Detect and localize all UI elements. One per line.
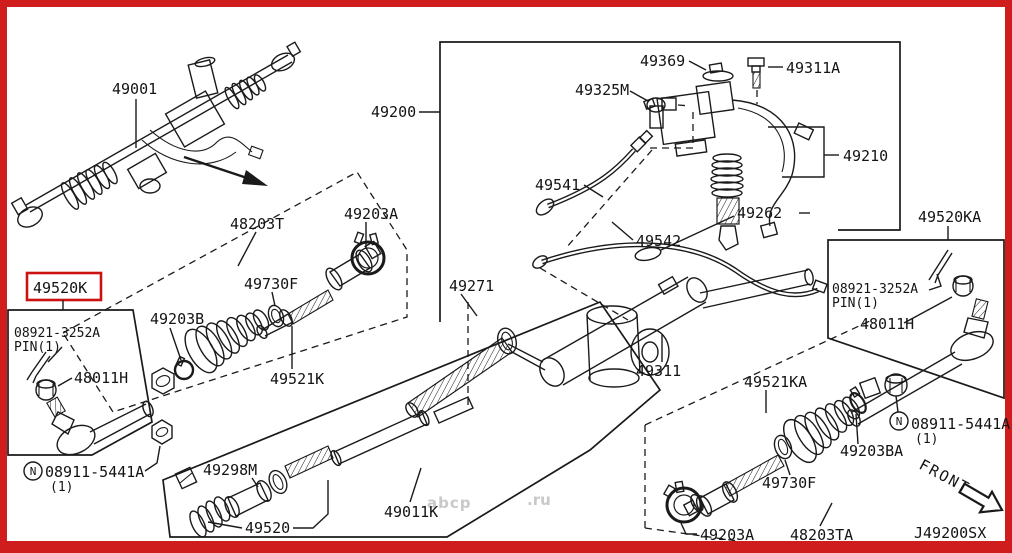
locknut-right-symbol-circle bbox=[889, 411, 909, 431]
label-49520: 49520 bbox=[245, 519, 290, 537]
label-49311a: 49311A bbox=[786, 59, 840, 77]
group-box-49011k bbox=[162, 300, 662, 538]
assembly-left-boot bbox=[60, 161, 118, 210]
clamp-49203b-drawing bbox=[173, 355, 195, 381]
label-locknut-right-qty: (1) bbox=[915, 432, 938, 447]
label-pin-left-qty: PIN(1) bbox=[14, 340, 61, 355]
tubes-drawing bbox=[532, 129, 828, 298]
label-48203ta: 48203TA bbox=[790, 526, 853, 544]
label-49520ka: 49520KA bbox=[918, 208, 981, 226]
cap-49369-drawing bbox=[702, 62, 734, 82]
dashed-box-boot-left bbox=[62, 171, 408, 413]
valve-49210-bracket bbox=[768, 126, 839, 178]
label-49200: 49200 bbox=[371, 103, 416, 121]
label-pin-left-part: 08921-3252A bbox=[14, 326, 100, 341]
label-48203t: 48203T bbox=[230, 215, 284, 233]
label-49203b: 49203B bbox=[150, 310, 204, 328]
rack-49271-drawing bbox=[405, 302, 546, 418]
clamp-49203a-bottom-drawing bbox=[662, 480, 703, 524]
label-49011k: 49011K bbox=[384, 503, 438, 521]
label-locknut-right-part: 08911-5441A bbox=[911, 415, 1010, 433]
rack-49011k-drawing bbox=[284, 396, 474, 479]
assembly-49001-drawing bbox=[10, 41, 302, 228]
valve-assembly-drawing bbox=[539, 57, 839, 321]
front-arrow bbox=[957, 482, 1004, 514]
label-49271: 49271 bbox=[449, 277, 494, 295]
rodend-right-kit-drawing bbox=[847, 249, 994, 427]
dashed-box-socket-right bbox=[644, 319, 873, 542]
watermark: abcp .ru bbox=[427, 491, 551, 512]
label-49262: 49262 bbox=[737, 204, 782, 222]
label-49730f-right: 49730F bbox=[762, 474, 816, 492]
seal-49262-drawing bbox=[634, 246, 662, 262]
housing-49311-drawing bbox=[539, 268, 814, 388]
label-49298m: 49298M bbox=[203, 461, 257, 479]
label-49369: 49369 bbox=[640, 52, 685, 70]
boot-left-group-drawing bbox=[151, 231, 386, 395]
highlight-box-49520k bbox=[25, 271, 103, 302]
clamp-49203ba-drawing bbox=[849, 386, 867, 414]
label-49520k: 49520K bbox=[33, 279, 87, 297]
label-locknut-left-qty: (1) bbox=[50, 480, 73, 495]
label-48011h-left: 48011H bbox=[74, 369, 128, 387]
group-box-49520ka bbox=[827, 239, 1005, 400]
locknut-left-symbol-circle bbox=[23, 461, 43, 481]
label-49541: 49541 bbox=[535, 176, 580, 194]
group-box-49200 bbox=[439, 41, 901, 322]
label-49542: 49542 bbox=[636, 232, 681, 250]
label-49203a-top: 49203A bbox=[344, 205, 398, 223]
label-diagram-code: J49200SX bbox=[914, 524, 986, 542]
rodend-left-kit-drawing bbox=[26, 351, 154, 456]
label-locknut-left-sym: N bbox=[30, 465, 37, 478]
label-pin-right-qty: PIN(1) bbox=[832, 296, 879, 311]
label-pin-right-part: 08921-3252A bbox=[832, 282, 918, 297]
jam-nut-left-drawing bbox=[151, 419, 173, 445]
label-49521k: 49521K bbox=[270, 370, 324, 388]
label-49210: 49210 bbox=[843, 147, 888, 165]
watermark-tld: .ru bbox=[527, 491, 551, 509]
label-49325m: 49325M bbox=[575, 81, 629, 99]
label-49730f-left: 49730F bbox=[244, 275, 298, 293]
label-49001: 49001 bbox=[112, 80, 157, 98]
front-arrow-icon bbox=[957, 482, 1004, 514]
label-49203ba: 49203BA bbox=[840, 442, 903, 460]
label-48011h-right: 48011H bbox=[860, 315, 914, 333]
sensor-49325m-drawing bbox=[642, 97, 691, 113]
mount-bush-group-drawing bbox=[174, 466, 288, 538]
direction-arrow bbox=[183, 155, 268, 186]
labels: 49001 49200 49369 49311A 49325M 49210 49… bbox=[14, 52, 1010, 544]
label-49521ka: 49521KA bbox=[744, 373, 807, 391]
label-49203a-bottom: 49203A bbox=[700, 526, 754, 544]
group-box-49520k bbox=[7, 309, 153, 456]
label-locknut-right-sym: N bbox=[896, 415, 903, 428]
watermark-text: abcp bbox=[427, 494, 472, 512]
clamp-49203a-top-drawing bbox=[350, 231, 386, 276]
label-49311: 49311 bbox=[636, 362, 681, 380]
assembly-right-boot bbox=[224, 74, 267, 110]
bolt-49311a-drawing bbox=[747, 57, 765, 104]
label-locknut-left-part: 08911-5441A bbox=[45, 463, 144, 481]
socket-right-group-drawing bbox=[662, 373, 908, 524]
